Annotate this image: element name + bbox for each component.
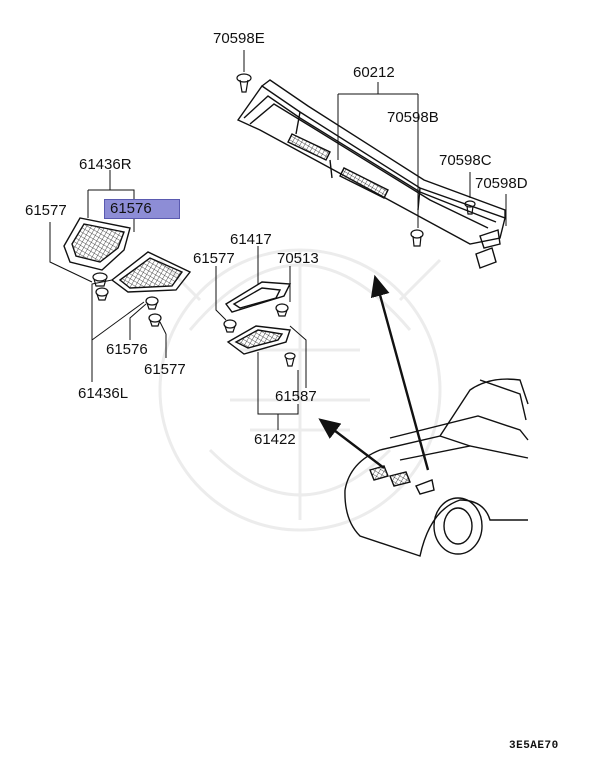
label-70598C: 70598C [439, 152, 492, 169]
pointer-arrows [318, 274, 430, 471]
garnish-61422 [226, 325, 291, 355]
cowl-leader-lines [243, 50, 507, 228]
clip-70598B [410, 229, 424, 247]
label-61577-top: 61577 [25, 202, 67, 219]
label-70513: 70513 [277, 250, 319, 267]
garnish-61436L [110, 251, 192, 293]
clip-70598E [236, 73, 252, 93]
garnish-61417 [224, 281, 292, 313]
label-61576-highlighted[interactable]: 61576 [104, 199, 180, 219]
label-61577-center: 61577 [193, 250, 235, 267]
center-leader-lines [215, 246, 307, 430]
label-61436R: 61436R [79, 156, 132, 173]
label-60212: 60212 [353, 64, 395, 81]
figure-code: 3E5AE70 [509, 740, 559, 752]
garnish-fasteners [92, 272, 162, 327]
label-70598D: 70598D [475, 175, 528, 192]
label-61436L: 61436L [78, 385, 129, 402]
garnish-leader-lines [49, 170, 167, 382]
center-fasteners [223, 303, 296, 367]
label-61576-lower: 61576 [106, 341, 148, 358]
vehicle-outline [344, 378, 529, 557]
label-61417: 61417 [230, 231, 272, 248]
label-61577-lower: 61577 [144, 361, 186, 378]
label-61422: 61422 [254, 431, 296, 448]
cowl-top-panel [236, 79, 506, 269]
label-61587: 61587 [275, 388, 317, 405]
label-70598B: 70598B [387, 109, 439, 126]
clip-70598C [464, 200, 476, 215]
label-70598E: 70598E [213, 30, 265, 47]
garnish-61436R [63, 217, 131, 271]
